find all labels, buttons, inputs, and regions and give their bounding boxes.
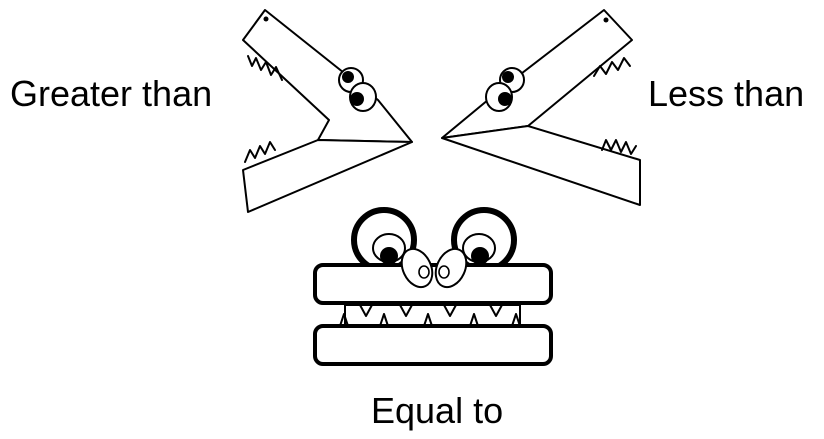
- equal-to-crocodile-icon: [313, 207, 553, 366]
- label-less-than: Less than: [648, 73, 805, 114]
- label-greater-than: Greater than: [10, 73, 213, 114]
- label-equal-to: Equal to: [371, 390, 504, 431]
- greater-than-crocodile-icon: [242, 9, 413, 213]
- less-than-crocodile-icon: [441, 9, 641, 206]
